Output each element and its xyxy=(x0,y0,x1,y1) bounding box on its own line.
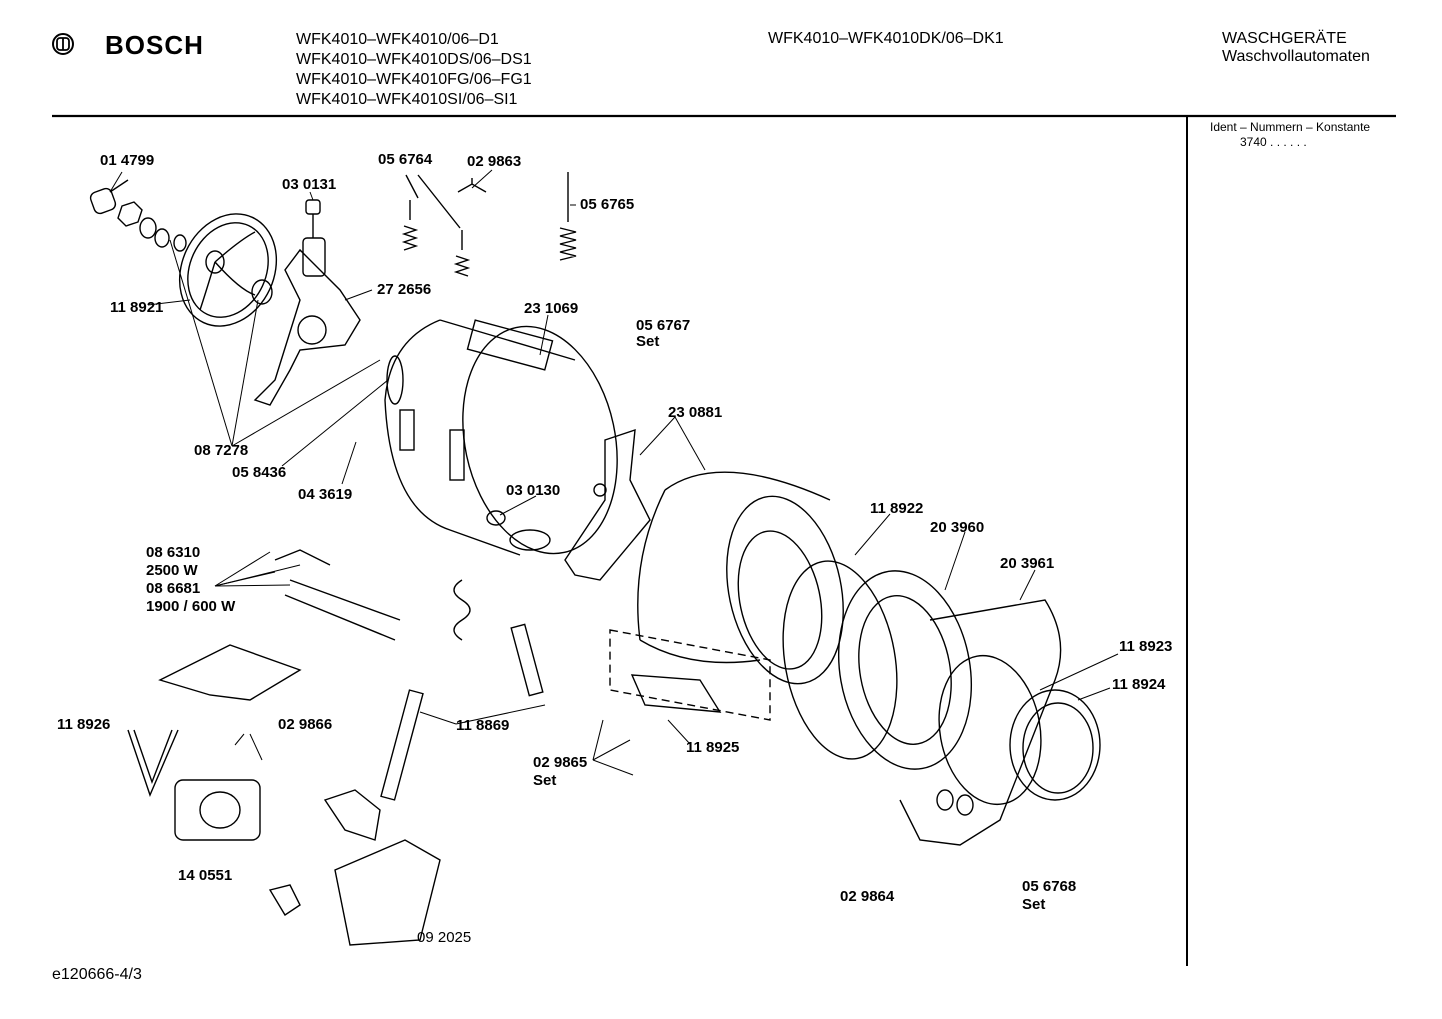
part-label: 20 3961 xyxy=(1000,555,1055,572)
part-label: 08 6681 xyxy=(146,580,201,597)
drawing-id: e120666-4/3 xyxy=(52,966,142,983)
drum-spider xyxy=(253,199,361,406)
part-label: 05 6764 xyxy=(378,151,433,168)
part-label: 03 0130 xyxy=(506,482,561,499)
part-label: 02 9863 xyxy=(467,153,522,170)
model-line-right: WFK4010–WFK4010DK/06–DK1 xyxy=(768,30,1004,47)
part-label: 11 8924 xyxy=(1112,676,1166,693)
part-label: 11 8926 xyxy=(57,716,111,733)
part-label: 11 8921 xyxy=(110,299,164,316)
leader-lines xyxy=(109,169,1119,776)
part-label: 11 8923 xyxy=(1119,638,1173,655)
part-label: 02 9865 xyxy=(533,754,588,771)
inner-drum xyxy=(637,471,844,685)
part-label: 08 7278 xyxy=(194,442,249,459)
part-label: 11 8925 xyxy=(686,739,740,756)
bosch-logo-icon xyxy=(52,33,74,55)
part-label: 11 8922 xyxy=(870,500,924,517)
part-label: 23 0881 xyxy=(668,404,723,421)
part-label: 05 6767 xyxy=(636,317,691,334)
rear-tub xyxy=(384,319,618,556)
ident-panel: Ident – Nummern – Konstante 3740 . . . .… xyxy=(1210,120,1370,150)
part-label: 02 9866 xyxy=(278,716,333,733)
model-list: WFK4010–WFK4010/06–D1 WFK4010–WFK4010DS/… xyxy=(296,30,532,110)
ident-label: Ident – Nummern – Konstante xyxy=(1210,120,1371,134)
part-label: 20 3960 xyxy=(930,519,985,536)
part-label: 02 9864 xyxy=(840,888,895,905)
pulley-wheel xyxy=(178,213,278,327)
bearing-parts xyxy=(89,179,187,252)
part-label: 2500 W xyxy=(146,562,198,579)
part-label: 14 0551 xyxy=(178,867,233,884)
model-line: WFK4010–WFK4010DS/06–DS1 xyxy=(296,51,532,68)
springs xyxy=(401,172,577,277)
part-label: 1900 / 600 W xyxy=(146,598,236,615)
part-label: 04 3619 xyxy=(298,486,353,503)
category-title: WASCHGERÄTE xyxy=(1222,30,1347,47)
part-label: 05 6765 xyxy=(580,196,635,213)
part-label: 03 0131 xyxy=(282,176,337,193)
part-label: 08 6310 xyxy=(146,544,201,561)
part-label: Set xyxy=(1022,896,1046,913)
part-label: 01 4799 xyxy=(100,152,155,169)
part-label: Set xyxy=(533,772,557,789)
part-label: 09 2025 xyxy=(417,929,472,946)
part-label: Set xyxy=(636,333,660,350)
category-subtitle: Waschvollautomaten xyxy=(1222,48,1370,65)
part-label: 11 8869 xyxy=(456,717,510,734)
part-label: 23 1069 xyxy=(524,300,579,317)
model-line: WFK4010–WFK4010/06–D1 xyxy=(296,31,499,48)
part-label: 05 8436 xyxy=(232,464,287,481)
brand-name: BOSCH xyxy=(105,30,204,60)
front-tub-rings xyxy=(782,560,1101,846)
drum-cross-bracket xyxy=(564,428,651,581)
ident-value: 3740 . . . . . . xyxy=(1240,135,1307,149)
category: WASCHGERÄTE Waschvollautomaten xyxy=(1222,30,1370,66)
part-label: 05 6768 xyxy=(1022,878,1077,895)
model-line: WFK4010–WFK4010SI/06–SI1 xyxy=(296,91,518,108)
model-line: WFK4010–WFK4010FG/06–FG1 xyxy=(296,71,532,88)
heater-and-lower-parts xyxy=(127,549,771,946)
part-label: 27 2656 xyxy=(377,281,432,298)
